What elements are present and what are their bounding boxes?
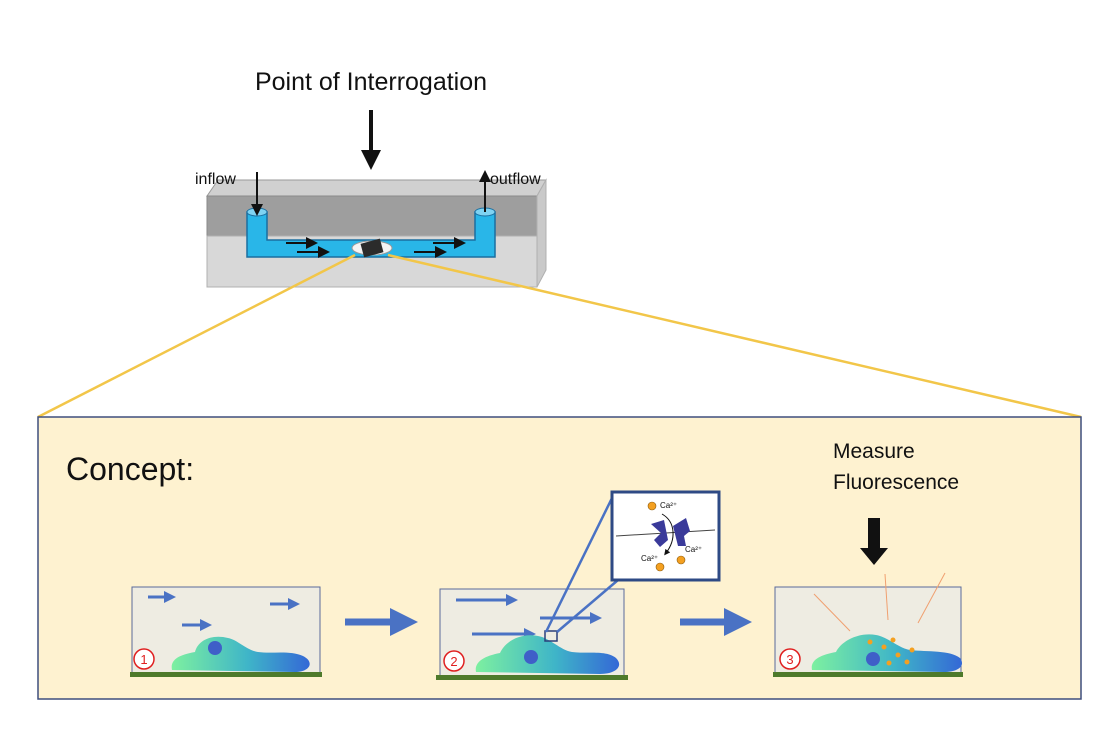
measure-arrow-icon	[860, 518, 888, 565]
inset-zoom-line-left	[544, 493, 616, 633]
substrate	[773, 672, 963, 677]
concept-heading: Concept:	[66, 451, 194, 487]
ion-channel-icon	[651, 520, 668, 547]
influx-arrow-icon	[661, 513, 674, 556]
calcium-ion-icon	[904, 659, 910, 665]
step-number: 2	[450, 654, 457, 669]
cell-body	[171, 636, 310, 672]
emission-line	[884, 573, 889, 621]
microfluidic-chip	[206, 178, 547, 288]
step-number-badge	[443, 650, 465, 672]
calcium-ion-icon	[895, 652, 901, 658]
calcium-ion-icon	[867, 639, 873, 645]
cell-nucleus	[524, 650, 538, 664]
step-number: 3	[786, 652, 793, 667]
calcium-ion-icon	[881, 644, 887, 650]
title-point-of-interrogation: Point of Interrogation	[255, 68, 487, 96]
cell-body	[475, 635, 620, 674]
zoom-line-left	[37, 253, 356, 419]
calcium-channel-inset: Ca²⁺ Ca²⁺ Ca²⁺	[610, 490, 721, 582]
measure-label-line1: Measure	[833, 440, 915, 463]
zoom-line-right	[387, 253, 1082, 419]
ion-label: Ca²⁺	[660, 501, 677, 510]
measure-label-line2: Fluorescence	[833, 471, 959, 494]
step-number-badge	[133, 648, 155, 670]
step-3-scene: 3	[773, 572, 963, 677]
ion-label: Ca²⁺	[641, 554, 658, 563]
outflow-label: outflow	[490, 171, 541, 188]
calcium-ion-icon	[647, 501, 657, 511]
step-number-badge	[779, 648, 801, 670]
cell-nucleus	[866, 652, 880, 666]
step-number: 1	[140, 652, 147, 667]
emission-line	[917, 572, 946, 624]
ion-label: Ca²⁺	[685, 545, 702, 554]
calcium-ion-icon	[886, 660, 892, 666]
inflow-label: inflow	[195, 171, 236, 188]
cell-nucleus	[208, 641, 222, 655]
emission-line	[813, 593, 851, 632]
calcium-ion-icon	[909, 647, 915, 653]
substrate	[130, 672, 322, 677]
calcium-ion-icon	[676, 555, 686, 565]
step-2-scene: 2	[436, 588, 628, 680]
calcium-ion-icon	[890, 637, 896, 643]
step-1-scene: 1	[130, 586, 322, 677]
ion-channel-icon	[673, 518, 690, 546]
cell-body	[811, 634, 963, 672]
substrate	[436, 675, 628, 680]
calcium-ion-icon	[655, 562, 665, 572]
chip-side-face	[536, 178, 547, 288]
zoom-box	[544, 630, 558, 642]
sensor-chip	[360, 238, 384, 258]
